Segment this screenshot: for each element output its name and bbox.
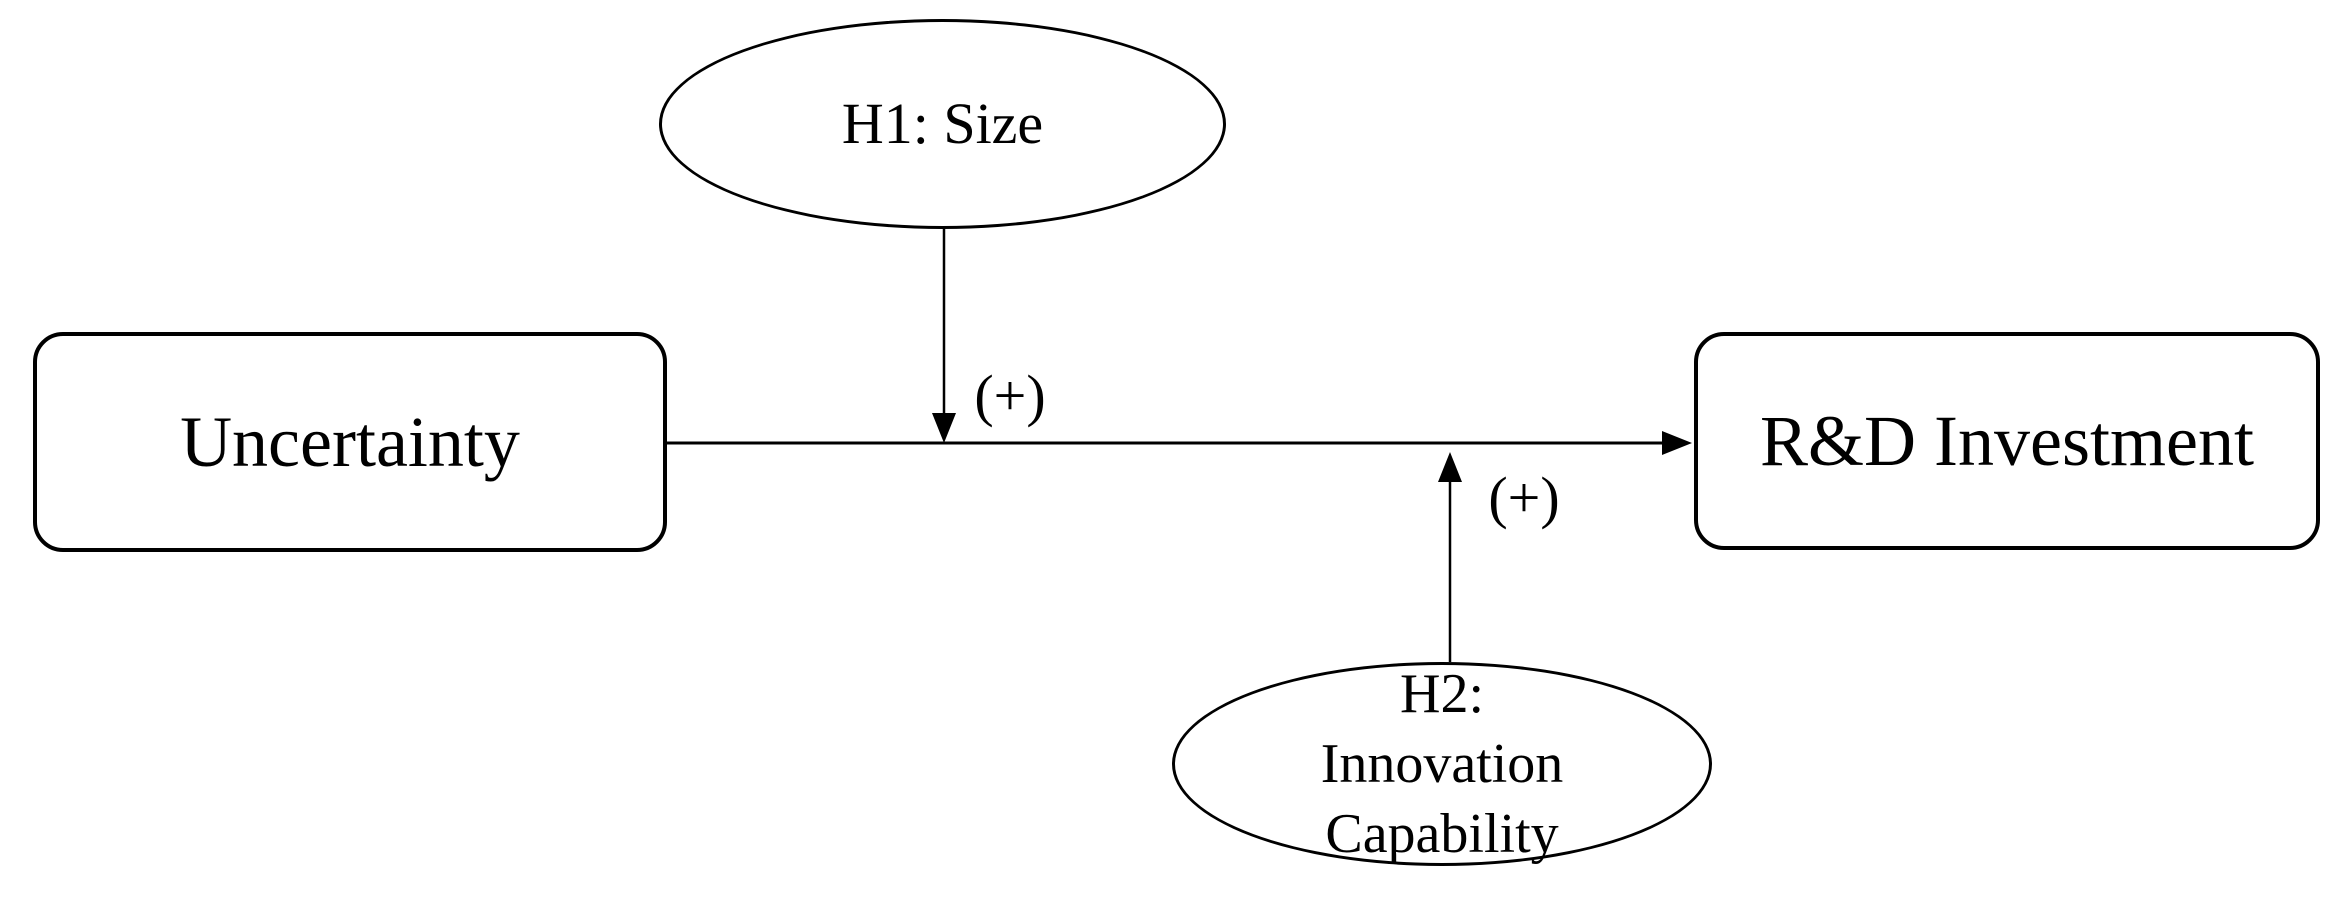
main-arrowhead-right-icon [1662, 431, 1692, 455]
h2-innovation-capability-ellipse: H2: Innovation Capability [1172, 662, 1712, 866]
h1-moderation-arrow [932, 229, 956, 443]
h2-arrowhead-up-icon [1438, 452, 1462, 482]
h2-label-line-3: Capability [1325, 803, 1559, 865]
h1-size-label: H1: Size [841, 91, 1044, 157]
h2-sign-label: (+) [1488, 465, 1560, 530]
main-arrow [667, 431, 1692, 455]
h2-label-line-2: Innovation [1320, 733, 1564, 795]
h2-moderation-arrow [1438, 452, 1462, 662]
uncertainty-node: Uncertainty [33, 332, 667, 552]
rd-investment-node: R&D Investment [1694, 332, 2320, 550]
uncertainty-node-label: Uncertainty [180, 402, 520, 482]
h1-sign-label: (+) [974, 363, 1046, 428]
h1-size-ellipse: H1: Size [659, 19, 1226, 229]
rd-investment-node-label: R&D Investment [1760, 401, 2254, 481]
h2-label-line-1: H2: [1400, 663, 1484, 725]
h1-arrowhead-down-icon [932, 413, 956, 443]
